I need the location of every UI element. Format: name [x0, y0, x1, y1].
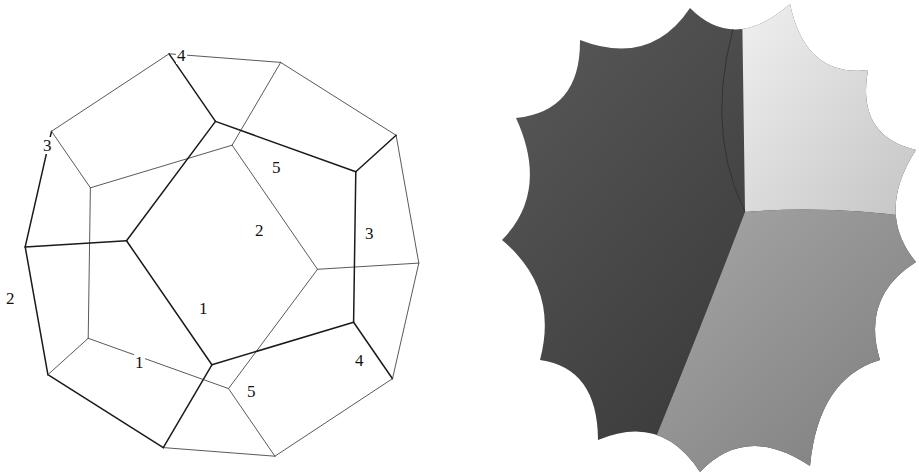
edge-line	[354, 322, 393, 379]
edge-line	[127, 121, 216, 240]
vertex-number: 4	[176, 47, 187, 64]
edge-line	[88, 188, 90, 338]
edge-line	[232, 62, 281, 145]
edge-line	[25, 241, 126, 247]
edge-line	[212, 322, 354, 365]
light-face	[742, 0, 919, 218]
vertex-number: 4	[354, 352, 365, 369]
vertex-number: 3	[42, 137, 53, 154]
edge-line	[127, 241, 212, 365]
vertex-number: 1	[134, 354, 145, 371]
edge-line	[163, 448, 275, 457]
edge-line	[393, 263, 419, 379]
edge-line	[90, 145, 232, 188]
vertex-number: 5	[246, 383, 257, 400]
edge-line	[232, 145, 317, 269]
vertex-number: 1	[198, 300, 209, 317]
edge-line	[48, 338, 88, 374]
edge-line	[318, 263, 419, 269]
edge-line	[275, 379, 393, 457]
edge-line	[396, 135, 419, 263]
mid-face	[640, 210, 919, 476]
vertex-number: 3	[364, 225, 375, 242]
edge-line	[216, 121, 356, 171]
edge-line	[163, 365, 212, 448]
edge-line	[52, 131, 91, 188]
edge-line	[354, 172, 356, 323]
edge-line	[88, 338, 228, 388]
edge-line	[48, 375, 163, 448]
ridge	[722, 0, 745, 212]
vertex-number: 2	[5, 290, 16, 307]
edge-line	[52, 54, 170, 132]
edge-line	[281, 62, 396, 135]
vertex-number: 2	[254, 222, 265, 239]
edge-line	[229, 269, 318, 388]
edge-line	[25, 247, 48, 375]
dodecahedron-wireframe	[25, 54, 419, 456]
edge-line	[25, 131, 51, 247]
vertex-number: 5	[271, 159, 282, 176]
shaded-curved-dodecahedron	[502, 0, 919, 476]
edge-line	[356, 135, 396, 171]
